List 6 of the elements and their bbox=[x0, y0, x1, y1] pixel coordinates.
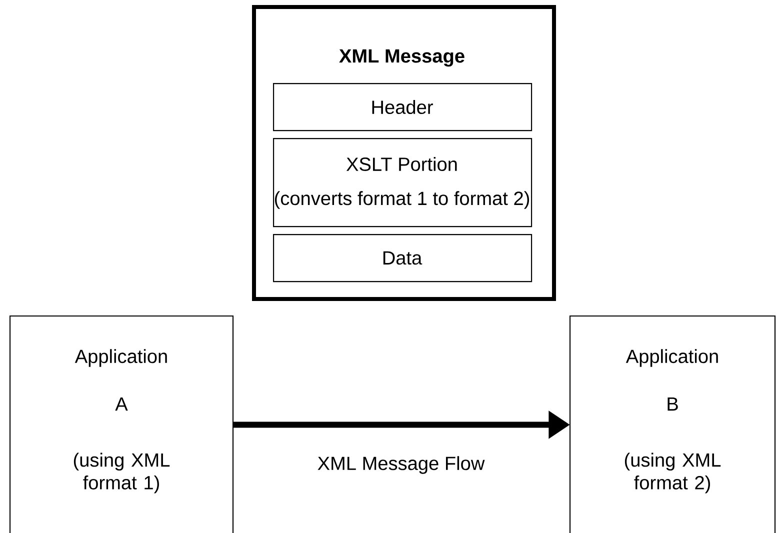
application-box: Application B (using XML format 2) bbox=[569, 315, 776, 533]
application-box: Application A (using XML format 1) bbox=[9, 315, 234, 533]
edge-label: XML Message Flow bbox=[316, 454, 486, 476]
section-box: Header bbox=[273, 83, 532, 132]
section-box: Data bbox=[273, 234, 532, 282]
section-box: XSLT Portion (converts format 1 to format 2) bbox=[273, 138, 532, 228]
